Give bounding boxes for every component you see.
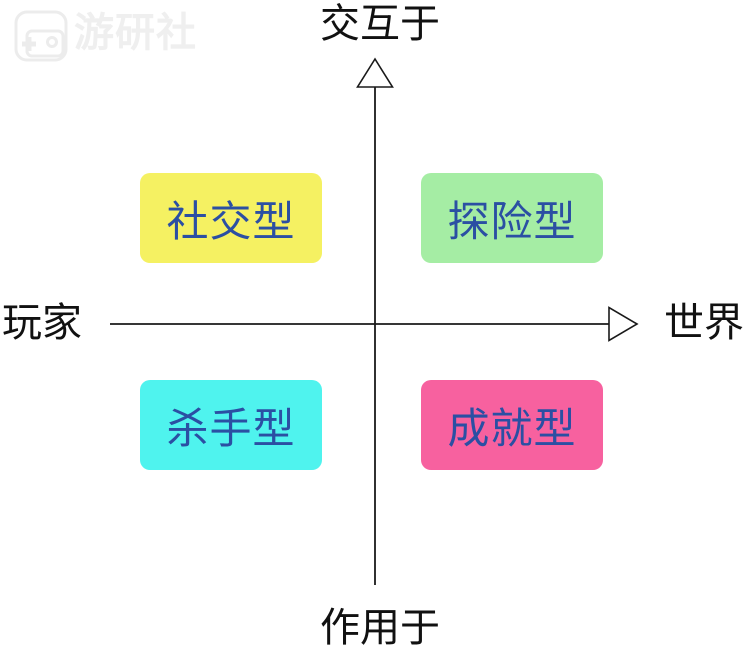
up-arrow-icon [356, 57, 394, 88]
quadrant-socializer: 社交型 [140, 173, 322, 263]
axis-label-bottom: 作用于 [320, 605, 440, 650]
axis-label-top: 交互于 [320, 1, 440, 46]
axis-label-right: 世界 [664, 300, 744, 345]
right-arrow-icon [608, 306, 639, 342]
quadrant-killer: 杀手型 [140, 380, 322, 470]
quadrant-label: 社交型 [166, 199, 296, 246]
quadrant-explorer: 探险型 [421, 173, 603, 263]
gamepad-icon [14, 10, 68, 62]
axis-label-left: 玩家 [2, 300, 82, 345]
quadrant-label: 杀手型 [166, 406, 296, 453]
watermark-text: 游研社 [74, 10, 197, 55]
quadrant-label: 探险型 [447, 199, 577, 246]
watermark: 游研社 [12, 4, 197, 62]
quadrant-label: 成就型 [447, 406, 577, 453]
quadrant-achiever: 成就型 [421, 380, 603, 470]
